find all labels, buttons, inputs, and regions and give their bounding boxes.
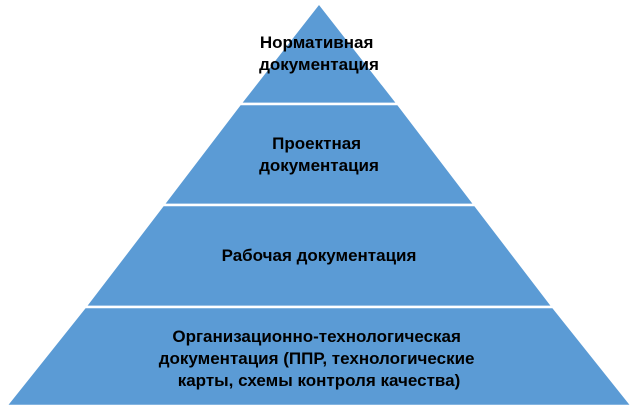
tier-label-line: документация: [259, 156, 379, 175]
tier-label-line: Проектная: [272, 134, 361, 153]
pyramid-tier-normative-label: Нормативная документация: [259, 33, 379, 74]
tier-label-line: Рабочая документация: [222, 246, 417, 265]
pyramid-tier-working-label: Рабочая документация: [222, 246, 417, 265]
pyramid-tier-organizational: Организационно-технологическая документа…: [3, 305, 635, 408]
tier-label-line: документация: [259, 55, 379, 74]
tier-label-line: Нормативная: [260, 33, 374, 52]
tier-label-line: Организационно-технологическая: [172, 327, 461, 346]
pyramid-tier-project-label: Проектная документация: [259, 134, 379, 175]
tier-label-line: документация (ППР, технологические: [159, 349, 475, 368]
tier-label-line: карты, схемы контроля качества): [178, 371, 461, 390]
pyramid-tier-organizational-label: Организационно-технологическая документа…: [159, 327, 480, 390]
pyramid-tier-working: Рабочая документация: [82, 203, 556, 309]
pyramid-tier-normative: Нормативная документация: [237, 0, 401, 106]
pyramid-tier-project: Проектная документация: [160, 102, 478, 207]
pyramid-tier-normative-shape: [237, 0, 401, 106]
pyramid-tier-project-shape: [160, 102, 478, 207]
pyramid-tier-organizational-shape: [3, 305, 635, 408]
